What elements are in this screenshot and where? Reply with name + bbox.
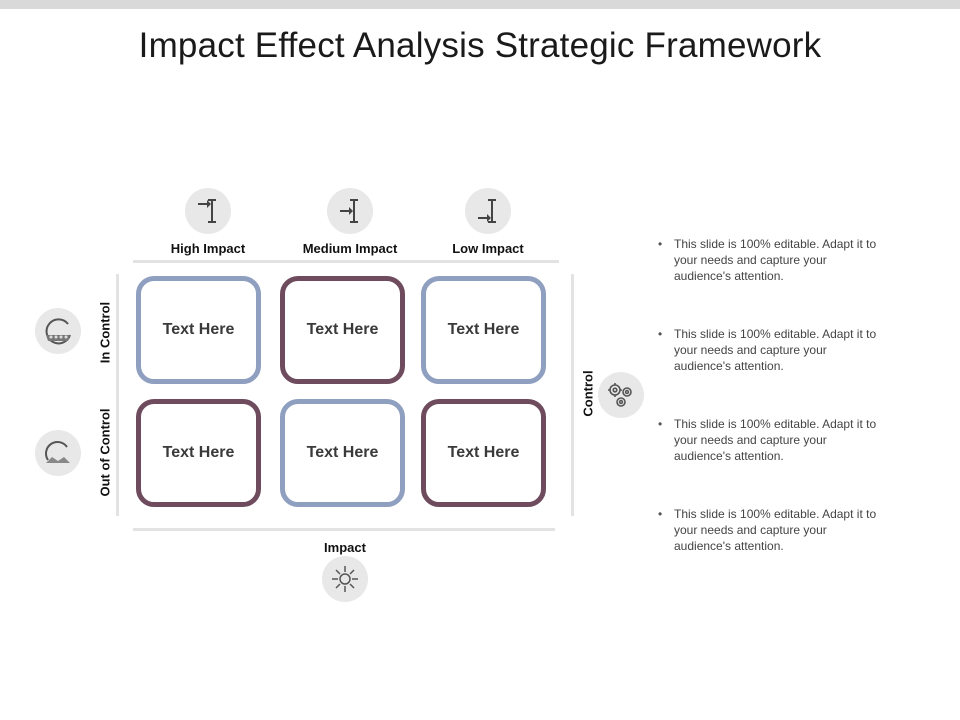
left-guide-line [116, 274, 119, 516]
row-label-out-of-control: Out of Control [97, 408, 113, 497]
matrix-cell-out-of-control-high-impact[interactable]: Text Here [136, 399, 261, 507]
note-item: This slide is 100% editable. Adapt it to… [658, 416, 878, 464]
column-label-medium-impact: Medium Impact [302, 241, 398, 256]
matrix-cell-in-control-medium-impact[interactable]: Text Here [280, 276, 405, 384]
matrix-cell-out-of-control-medium-impact[interactable]: Text Here [280, 399, 405, 507]
explosion-icon [322, 556, 368, 602]
page-title: Impact Effect Analysis Strategic Framewo… [138, 26, 822, 65]
column-label-low-impact: Low Impact [452, 241, 524, 256]
axis-label-control: Control [580, 370, 596, 417]
circle-gauge-full-icon [35, 308, 81, 354]
right-guide-line [571, 274, 574, 516]
gears-icon [598, 372, 644, 418]
axis-label-impact: Impact [324, 540, 366, 555]
circle-gauge-partial-icon [35, 430, 81, 476]
top-accent-bar [0, 0, 960, 9]
matrix-cell-in-control-high-impact[interactable]: Text Here [136, 276, 261, 384]
note-item: This slide is 100% editable. Adapt it to… [658, 506, 878, 554]
arrow-into-bar-middle-icon [327, 188, 373, 234]
top-guide-line [133, 260, 559, 263]
column-label-high-impact: High Impact [170, 241, 246, 256]
note-item: This slide is 100% editable. Adapt it to… [658, 236, 878, 284]
matrix-cell-in-control-low-impact[interactable]: Text Here [421, 276, 546, 384]
row-label-in-control: In Control [97, 301, 113, 364]
matrix-cell-out-of-control-low-impact[interactable]: Text Here [421, 399, 546, 507]
arrow-into-bar-top-icon [185, 188, 231, 234]
note-item: This slide is 100% editable. Adapt it to… [658, 326, 878, 374]
arrow-into-bar-bottom-icon [465, 188, 511, 234]
bottom-guide-line [133, 528, 555, 531]
notes-list: This slide is 100% editable. Adapt it to… [658, 236, 878, 596]
